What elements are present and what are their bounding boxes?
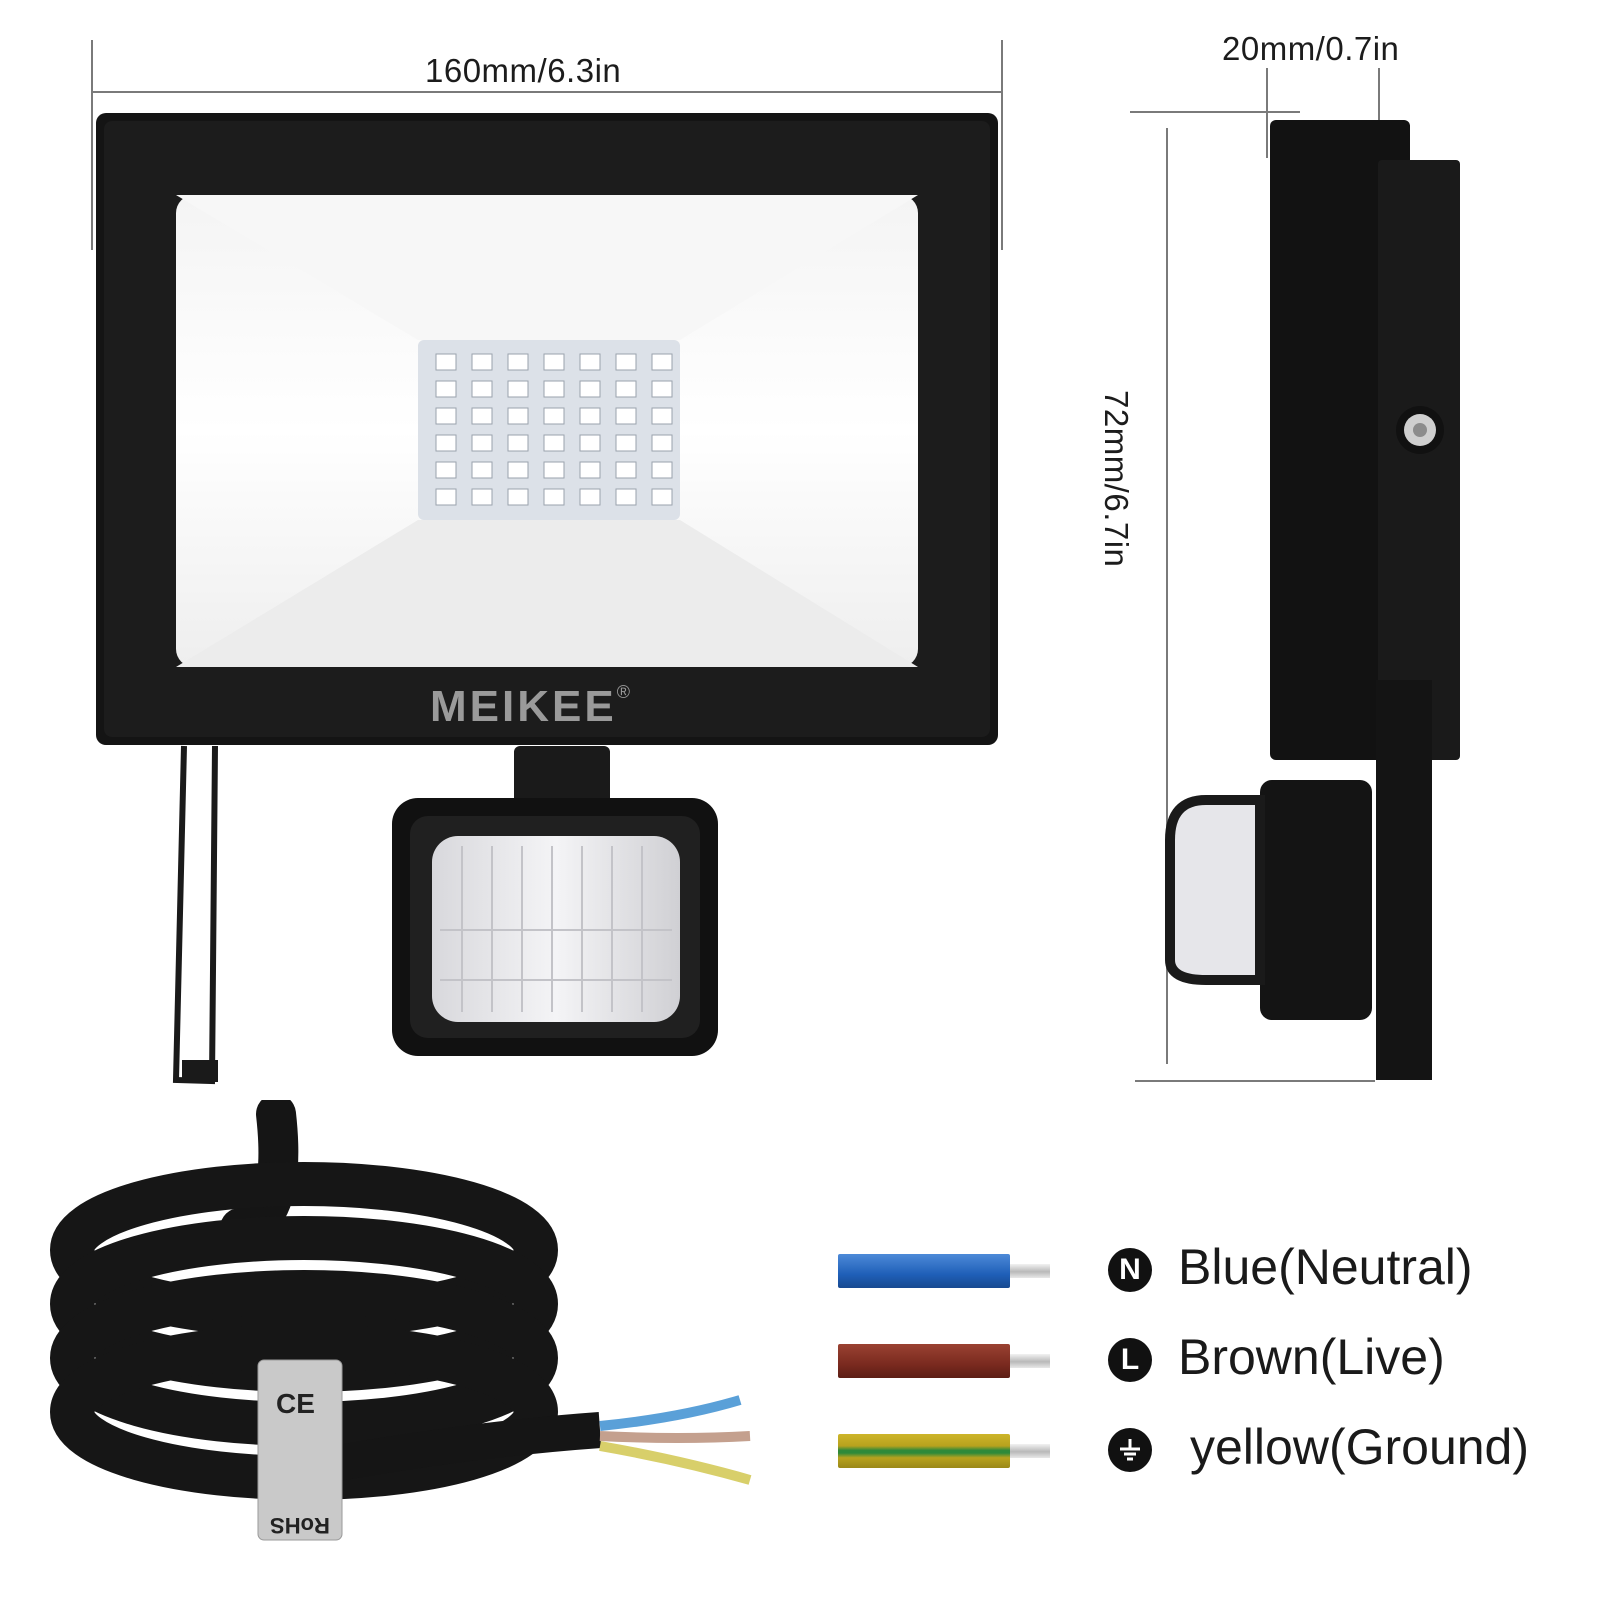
mounting-bracket — [182, 1060, 218, 1082]
height-dimension-label: 72mm/6.7in — [1098, 390, 1135, 568]
width-dimension-label: 160mm/6.3in — [425, 52, 622, 89]
width-dimension-tick-left — [91, 40, 93, 250]
ground-symbol-icon — [1120, 1439, 1140, 1461]
wire-tip — [1010, 1354, 1050, 1368]
side-heatsink — [1378, 160, 1460, 760]
height-dimension-tick-top — [1135, 111, 1300, 113]
flood-light-side-view — [1165, 120, 1460, 1080]
neutral-badge: N — [1108, 1248, 1152, 1292]
depth-dimension-tick-right — [1378, 68, 1380, 158]
depth-dimension-label: 20mm/0.7in — [1222, 30, 1400, 67]
live-badge: L — [1108, 1338, 1152, 1382]
ground-icon — [1108, 1428, 1152, 1472]
power-cable-coil — [50, 1100, 752, 1541]
depth-dimension-tick-left — [1266, 68, 1268, 158]
cable-tag — [257, 1359, 343, 1541]
height-dimension-line — [1166, 128, 1168, 1064]
brand-name: MEIKEE — [430, 682, 617, 731]
registered-mark: ® — [616, 682, 633, 702]
height-dimension-tick-bottom — [1135, 1080, 1375, 1082]
side-sensor-body — [1260, 780, 1372, 1020]
sensor-hinge — [514, 746, 610, 806]
flood-light-front-view — [96, 113, 998, 1085]
ce-mark: CE — [276, 1388, 315, 1419]
width-dimension-line — [92, 91, 1002, 93]
wire-tip — [1010, 1264, 1050, 1278]
side-housing — [1270, 120, 1410, 760]
side-arm — [1376, 680, 1432, 1080]
wire-legend-ground: yellow(Ground) — [838, 1418, 1578, 1478]
neutral-label: Blue(Neutral) — [1178, 1239, 1473, 1295]
side-sensor-lens — [1165, 795, 1265, 985]
brand-logo: MEIKEE® — [430, 682, 633, 732]
wire-legend-neutral: N Blue(Neutral) — [838, 1238, 1578, 1298]
rohs-label: RoHS — [270, 1513, 330, 1538]
width-dimension-tick-right — [1001, 40, 1003, 250]
wire-legend-live: L Brown(Live) — [838, 1328, 1578, 1388]
ground-label: yellow(Ground) — [1190, 1419, 1530, 1475]
blue-wire-swatch — [838, 1254, 1010, 1288]
yellow-green-wire-swatch — [838, 1434, 1010, 1468]
led-array — [435, 353, 673, 506]
wire-tip — [1010, 1444, 1050, 1458]
live-label: Brown(Live) — [1178, 1329, 1445, 1385]
brown-wire-swatch — [838, 1344, 1010, 1378]
